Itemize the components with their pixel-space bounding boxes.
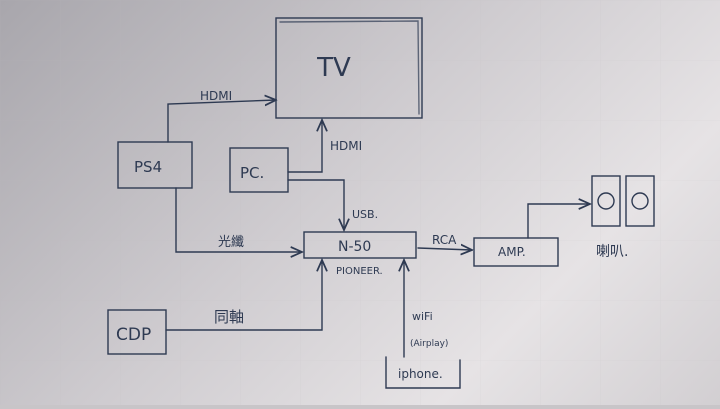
speaker-right xyxy=(625,175,655,227)
edge-ps4-tv xyxy=(167,100,276,143)
speaker-right-cone xyxy=(631,192,649,210)
ps4-receiver-label: 光纖 xyxy=(218,235,244,250)
edge-pc-receiver xyxy=(287,179,344,230)
pc-label: PC. xyxy=(240,164,264,182)
cdp-box xyxy=(107,309,167,355)
iphone-box xyxy=(385,356,461,389)
speaker-left-cone xyxy=(597,192,615,210)
ps4-tv-label: HDMI xyxy=(200,89,232,103)
pc-receiver-label: USB. xyxy=(352,208,378,221)
edge-amp-speakers xyxy=(527,204,590,239)
receiver-brand-label: PIONEER. xyxy=(336,266,383,277)
tv-box xyxy=(275,17,423,119)
edge-ps4-receiver xyxy=(175,187,302,252)
receiver-label: N-50 xyxy=(338,239,371,255)
edge-pc-tv xyxy=(287,120,322,173)
cdp-label: CDP xyxy=(116,325,151,345)
tv-label: TV xyxy=(316,53,351,83)
ps4-label: PS4 xyxy=(134,158,162,176)
speaker-left xyxy=(591,175,621,227)
wifi-label: wiFi xyxy=(412,310,433,323)
amp-box xyxy=(473,237,559,267)
pc-box xyxy=(229,147,289,193)
edge-receiver-amp xyxy=(417,248,472,250)
iphone-label: iphone. xyxy=(398,367,443,381)
ps4-box xyxy=(117,141,193,189)
pc-tv-label: HDMI xyxy=(330,139,362,153)
tv-box-sketch xyxy=(279,20,420,115)
amp-label: AMP. xyxy=(498,245,526,259)
cdp-receiver-label: 同軸 xyxy=(214,308,244,326)
receiver-box xyxy=(303,231,417,259)
receiver-amp-label: RCA xyxy=(432,233,457,247)
airplay-label: (Airplay) xyxy=(410,339,448,349)
edge-cdp-receiver xyxy=(165,260,322,331)
speakers-label: 喇叭. xyxy=(596,244,628,260)
